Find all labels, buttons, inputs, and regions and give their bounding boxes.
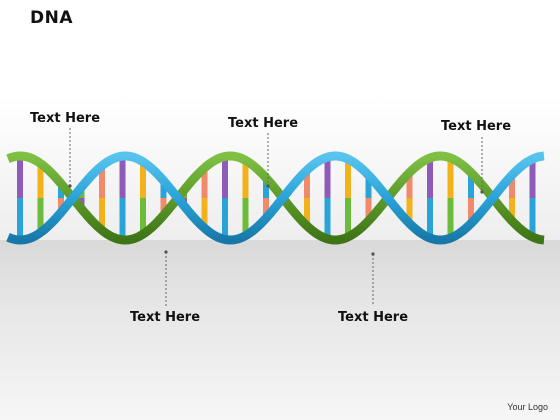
base-pair-segment (37, 198, 44, 233)
base-pair-segment (304, 198, 310, 226)
callout-label-bottom-right: Text Here (338, 310, 409, 325)
base-pair-segment (263, 177, 269, 198)
base-pair-segment (201, 198, 208, 229)
base-pair-segment (365, 175, 372, 198)
base-pair-segment (406, 198, 413, 224)
base-pair-segment (99, 198, 105, 231)
base-pair-segment (468, 172, 474, 198)
callout-anchor-dot (266, 184, 270, 188)
base-pair-segment (17, 156, 23, 198)
base-pair-segment (222, 198, 228, 240)
base-pair-segment (160, 198, 167, 216)
base-pair-segment (427, 198, 433, 239)
base-pair-segment (201, 167, 208, 198)
base-pair-segment (529, 159, 536, 198)
base-pair-segment (119, 198, 126, 240)
base-pair-segment (509, 175, 515, 198)
base-pair-segment (345, 159, 351, 198)
label-connectors (68, 128, 484, 306)
base-pair-segment (427, 157, 433, 198)
callout-anchor-dot (371, 252, 375, 256)
base-pair-segment (99, 165, 105, 198)
callout-anchor-dot (164, 250, 168, 254)
callout-label-top-left: Text Here (30, 111, 101, 126)
base-pair-segment (345, 198, 351, 237)
base-pair-segment (242, 198, 249, 236)
callout-anchor-dot (480, 190, 484, 194)
base-pair-segment (17, 198, 23, 240)
callout-label-top-center: Text Here (228, 116, 299, 131)
base-pair-segment (447, 198, 454, 239)
callout-anchor-dot (68, 184, 72, 188)
logo-text: Your Logo (507, 402, 548, 412)
callout-label-bottom-left: Text Here (130, 310, 201, 325)
base-pair-segment (119, 156, 126, 198)
base-pair-rungs (17, 156, 536, 240)
base-pair-segment (58, 183, 64, 198)
green-strand (6, 151, 545, 245)
base-pair-segment (365, 198, 372, 221)
base-pair-segment (222, 156, 228, 198)
base-pair-segment (324, 157, 331, 198)
base-pair-segment (37, 163, 44, 198)
base-pair-segment (58, 198, 64, 213)
base-pair-segment (242, 160, 249, 198)
slide-title: DNA (30, 8, 73, 28)
base-pair-segment (140, 161, 146, 198)
base-pair-segment (160, 180, 167, 198)
base-pair-segment (529, 198, 536, 237)
base-pair-segment (304, 170, 310, 198)
base-pair-segment (324, 198, 331, 239)
blue-strand (6, 151, 545, 245)
base-pair-segment (509, 198, 515, 221)
base-pair-segment (140, 198, 146, 235)
base-pair-segment (447, 157, 454, 198)
base-pair-segment (468, 198, 474, 224)
base-pair-segment (406, 172, 413, 198)
helix-strands (6, 151, 545, 245)
base-pair-segment (263, 198, 269, 219)
callout-label-top-right: Text Here (441, 119, 512, 134)
background-floor (0, 240, 560, 420)
